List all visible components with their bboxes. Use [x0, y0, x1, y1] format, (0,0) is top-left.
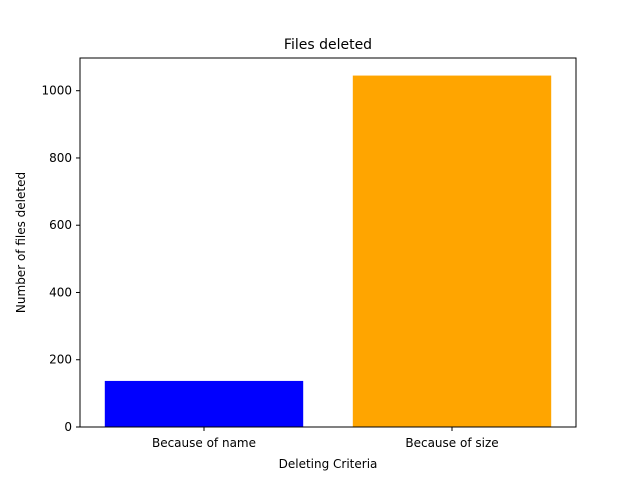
y-tick-label-1: 200: [49, 353, 72, 367]
bar-1: [352, 75, 552, 428]
y-tick-label-0: 0: [64, 420, 72, 434]
y-ticks-layer: 0 200 400 600 800 1000: [41, 84, 80, 434]
y-tick-label-3: 600: [49, 218, 72, 232]
y-axis-title: Number of files deleted: [14, 172, 28, 313]
y-tick-label-5: 1000: [41, 84, 72, 98]
bars-layer: [104, 75, 552, 428]
x-tick-label-1: Because of size: [405, 436, 498, 450]
plot-area-frame: [79, 57, 577, 428]
x-axis-title: Deleting Criteria: [279, 457, 378, 471]
chart-title: Files deleted: [284, 37, 372, 53]
y-tick-label-4: 800: [49, 151, 72, 165]
y-tick-label-2: 400: [49, 285, 72, 299]
bar-0: [104, 380, 304, 427]
x-tick-label-0: Because of name: [152, 436, 256, 450]
x-ticks-layer: Because of name Because of size: [152, 427, 499, 450]
